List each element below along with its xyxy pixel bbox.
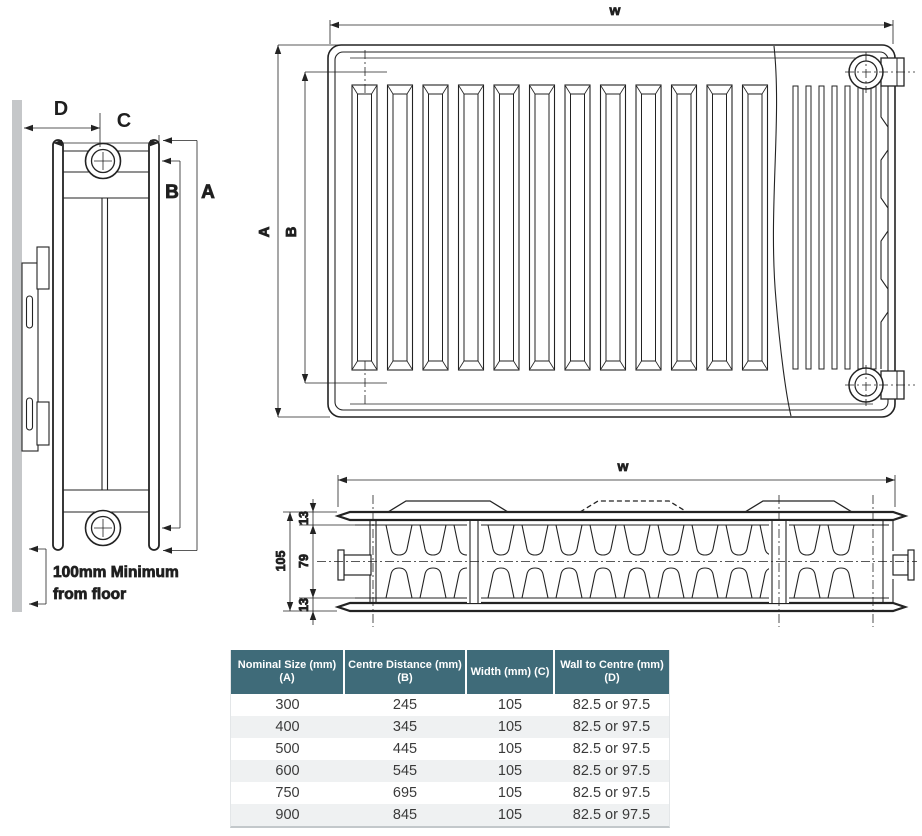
cell-nominal-size: 750 — [275, 785, 300, 801]
table-row: 300 245 105 82.5 or 97.5 — [231, 694, 669, 716]
cell-centre-distance: 445 — [392, 741, 418, 757]
convector-serrated-edge — [880, 86, 889, 369]
cell-width: 105 — [497, 719, 523, 735]
cutaway-section — [772, 45, 889, 417]
cell-nominal-size: 600 — [275, 763, 300, 779]
dimension-w-front: w — [329, 2, 894, 44]
grille-clips — [387, 500, 853, 513]
cell-nominal-size: 500 — [275, 741, 300, 757]
cell-wall-to-centre: 82.5 or 97.5 — [572, 697, 651, 713]
cell-nominal-size: 300 — [275, 697, 300, 713]
table-row: 900 845 105 82.5 or 97.5 — [231, 804, 669, 826]
bottom-valve-tapping — [84, 509, 122, 547]
cell-centre-distance: 245 — [392, 697, 418, 713]
cell-width: 105 — [497, 785, 523, 801]
cell-centre-distance: 845 — [392, 807, 418, 823]
dimension-a-front: A — [256, 44, 343, 418]
top-valve-tapping — [84, 142, 122, 180]
dimension-floor-clearance: 100mm Minimum from floor — [29, 545, 179, 608]
section-joints-endcaps — [369, 521, 894, 603]
cell-width: 105 — [497, 741, 523, 757]
cell-nominal-size: 400 — [275, 719, 300, 735]
table-row: 750 695 105 82.5 or 97.5 — [231, 782, 669, 804]
cell-wall-to-centre: 82.5 or 97.5 — [572, 741, 651, 757]
cell-nominal-size: 900 — [275, 807, 300, 823]
col-header-centre-distance: Centre Distance (mm) (B) — [343, 650, 466, 694]
cell-width: 105 — [497, 697, 523, 713]
dim-label-b: B — [165, 182, 179, 203]
dim-label-d: D — [54, 98, 68, 120]
cell-centre-distance: 545 — [392, 763, 418, 779]
floor-note-line2: from floor — [53, 586, 126, 603]
dim-label-w-front: w — [609, 2, 621, 18]
spec-table: Nominal Size (mm) (A) Centre Distance (m… — [230, 650, 670, 828]
cell-width: 105 — [497, 763, 523, 779]
radiator-side-profile — [52, 139, 160, 551]
section-view-diagram: w 105 13 79 13 — [274, 458, 917, 627]
cell-width: 105 — [497, 807, 523, 823]
dim-label-13-top: 13 — [297, 511, 311, 525]
front-view-diagram: w A B — [256, 2, 915, 418]
floor-note-line1: 100mm Minimum — [53, 564, 179, 581]
section-pipe-stubs — [337, 549, 915, 581]
dim-label-13-bottom: 13 — [297, 598, 311, 612]
col-header-wall-to-centre: Wall to Centre (mm) (D) — [553, 650, 669, 694]
cell-centre-distance: 695 — [392, 785, 418, 801]
dimension-b-side: B — [162, 157, 181, 532]
col-header-nominal-size: Nominal Size (mm) (A) — [231, 650, 344, 694]
dim-label-b-front: B — [283, 226, 300, 237]
dim-label-c: C — [117, 110, 131, 132]
table-row: 400 345 105 82.5 or 97.5 — [231, 716, 669, 738]
dimension-a-side: A — [163, 137, 216, 554]
dim-label-105: 105 — [274, 551, 288, 572]
cell-wall-to-centre: 82.5 or 97.5 — [572, 719, 651, 735]
dimension-b-front: B — [283, 50, 387, 405]
cell-wall-to-centre: 82.5 or 97.5 — [572, 763, 651, 779]
dimension-c: C — [53, 110, 160, 151]
side-view-diagram: D C B A — [12, 98, 216, 612]
dim-label-a-front: A — [256, 226, 273, 237]
table-row: 600 545 105 82.5 or 97.5 — [231, 760, 669, 782]
wall-bracket — [21, 246, 50, 452]
table-header-row: Nominal Size (mm) (A) Centre Distance (m… — [231, 650, 669, 694]
cell-centre-distance: 345 — [392, 719, 418, 735]
table-row: 500 445 105 82.5 or 97.5 — [231, 738, 669, 760]
cell-wall-to-centre: 82.5 or 97.5 — [572, 807, 651, 823]
dim-label-79: 79 — [297, 554, 311, 568]
dimension-w-section: w — [337, 458, 896, 507]
dimension-d: D — [24, 98, 101, 147]
section-centerlines — [317, 495, 917, 627]
cell-wall-to-centre: 82.5 or 97.5 — [572, 785, 651, 801]
dim-label-a: A — [201, 182, 215, 203]
col-header-width: Width (mm) (C) — [465, 650, 554, 694]
dimension-depths: 105 13 79 13 — [274, 499, 355, 625]
front-top-valve-tapping — [845, 52, 915, 93]
dim-label-w-section: w — [617, 458, 629, 474]
wall — [12, 100, 22, 612]
front-bottom-valve-tapping — [845, 365, 915, 406]
